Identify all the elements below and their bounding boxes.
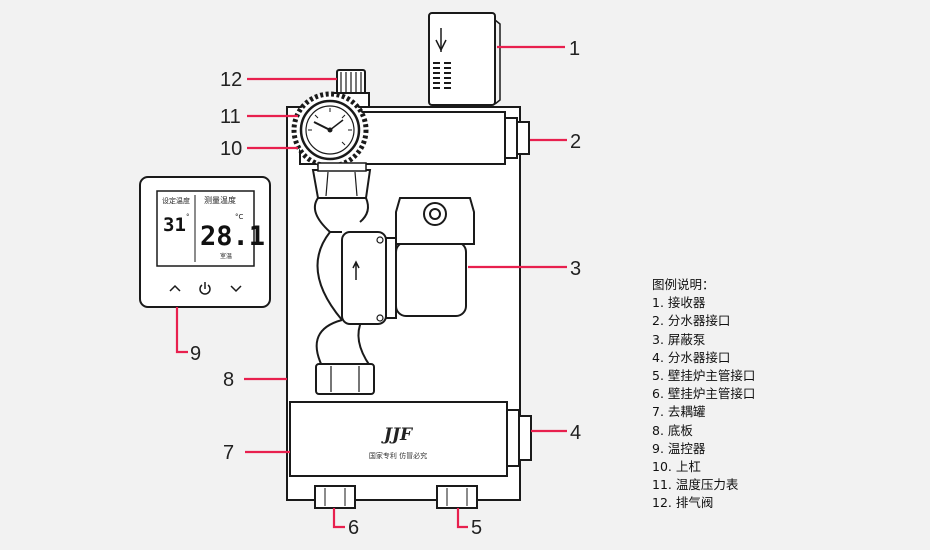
shielded-pump xyxy=(341,197,475,325)
power-icon[interactable] xyxy=(199,282,211,295)
brand-mark: JJF xyxy=(381,425,414,445)
temperature-pressure-gauge xyxy=(291,91,369,169)
callout-9: 9 xyxy=(190,343,201,365)
callout-lines xyxy=(175,45,567,529)
set-temp-unit: ° xyxy=(186,213,190,221)
room-temp-label: 室温 xyxy=(220,252,232,260)
callout-10: 10 xyxy=(220,138,242,160)
legend-item: 9. 温控器 xyxy=(652,440,706,456)
callout-1: 1 xyxy=(569,38,580,60)
callout-6: 6 xyxy=(348,517,359,539)
legend-item: 5. 壁挂炉主管接口 xyxy=(652,368,756,384)
callout-12: 12 xyxy=(220,69,242,91)
measured-temp-label: 测量温度 xyxy=(204,195,236,205)
measured-temp-unit: °C xyxy=(235,213,244,221)
legend-item: 10. 上杠 xyxy=(652,459,701,475)
decoupling-tank: JJF 国家专利 仿冒必究 xyxy=(289,401,532,477)
lower-union-nut xyxy=(315,363,375,395)
chevron-down-icon[interactable] xyxy=(230,285,242,293)
legend-title: 图例说明： xyxy=(652,277,715,292)
receiver xyxy=(428,12,501,106)
legend-item: 6. 壁挂炉主管接口 xyxy=(652,386,756,402)
callout-5: 5 xyxy=(471,517,482,539)
set-temp-label: 设定温度 xyxy=(162,196,190,205)
legend-item: 12. 排气阀 xyxy=(652,495,714,511)
set-temp-value: 31 xyxy=(163,214,186,236)
legend-item: 2. 分水器接口 xyxy=(652,313,731,329)
patent-text: 国家专利 仿冒必究 xyxy=(369,451,427,460)
callout-11: 11 xyxy=(220,106,241,128)
measured-temp-value: 28.1 xyxy=(200,221,265,252)
legend-item: 4. 分水器接口 xyxy=(652,349,731,365)
callout-4: 4 xyxy=(570,422,581,444)
pipe-curve xyxy=(314,197,371,367)
callout-2: 2 xyxy=(570,131,581,153)
legend: 图例说明： 1. 接收器 2. 分水器接口 3. 屏蔽泵 4. 分水器接口 5.… xyxy=(652,276,755,513)
thermostat: 设定温度 31 ° 测量温度 28.1 °C 室温 xyxy=(139,176,271,308)
bottom-connector-right xyxy=(436,485,478,509)
legend-item: 1. 接收器 xyxy=(652,295,706,311)
legend-item: 8. 底板 xyxy=(652,422,693,438)
legend-item: 3. 屏蔽泵 xyxy=(652,331,706,347)
callout-numbers: 1 2 3 4 5 6 7 8 9 10 11 12 xyxy=(190,38,581,539)
upper-union-nut xyxy=(311,162,372,199)
legend-item: 11. 温度压力表 xyxy=(652,477,739,493)
bottom-connector-left xyxy=(314,485,356,509)
legend-item: 7. 去耦罐 xyxy=(652,404,706,420)
callout-8: 8 xyxy=(223,369,234,391)
callout-7: 7 xyxy=(223,442,234,464)
chevron-up-icon[interactable] xyxy=(169,284,181,292)
callout-3: 3 xyxy=(570,258,581,280)
